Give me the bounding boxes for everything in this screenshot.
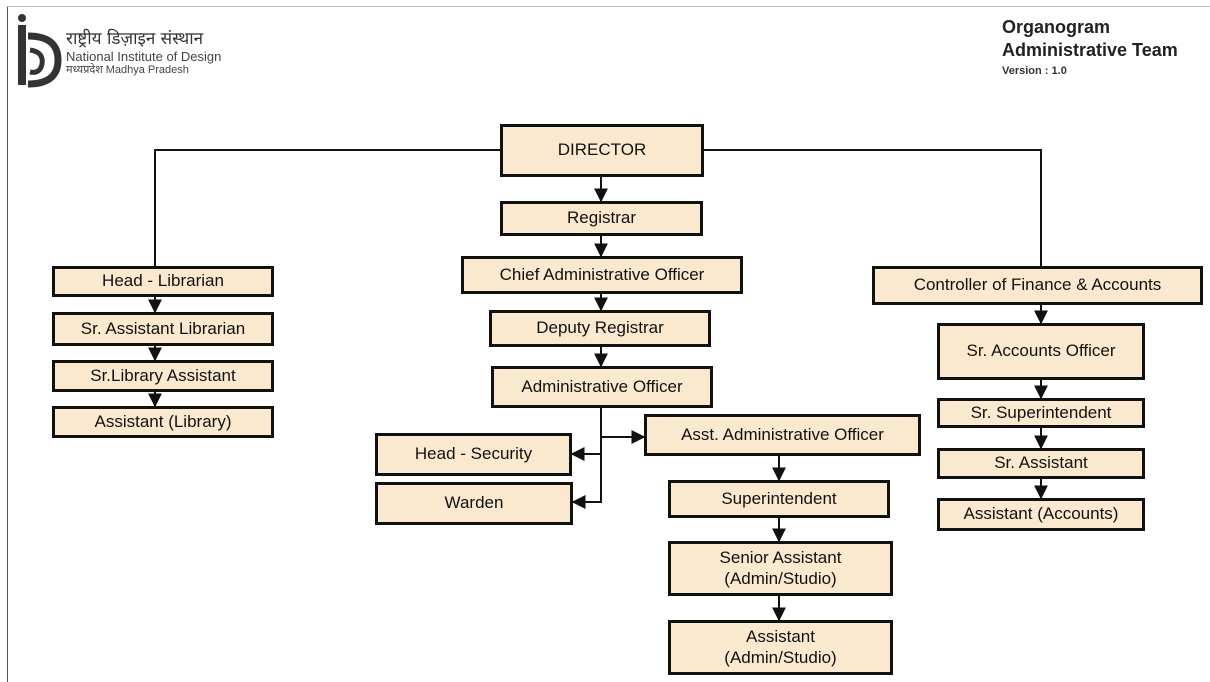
node-sr-superintendent: Sr. Superintendent bbox=[937, 398, 1145, 428]
node-warden: Warden bbox=[375, 482, 573, 525]
node-head-librarian: Head - Librarian bbox=[52, 266, 274, 297]
node-sr-assistant-librarian: Sr. Assistant Librarian bbox=[52, 312, 274, 346]
node-senior-assistant-line2: (Admin/Studio) bbox=[724, 568, 837, 588]
document-title: Organogram bbox=[1002, 17, 1111, 37]
page-frame-top bbox=[7, 6, 1210, 7]
org-name: National Institute of Design bbox=[66, 48, 222, 64]
node-administrative-officer: Administrative Officer bbox=[491, 366, 713, 408]
node-registrar: Registrar bbox=[500, 201, 703, 236]
node-asst-administrative-officer: Asst. Administrative Officer bbox=[644, 414, 921, 456]
node-senior-assistant-line1: Senior Assistant bbox=[719, 548, 842, 568]
node-assistant-admin-line1: Assistant bbox=[746, 627, 815, 647]
node-sr-library-assistant: Sr.Library Assistant bbox=[52, 360, 274, 392]
node-sr-accounts-officer: Sr. Accounts Officer bbox=[937, 323, 1145, 380]
page-frame-left bbox=[7, 6, 8, 682]
org-name-hindi: राष्ट्रीय डिज़ाइन संस्थान bbox=[66, 29, 204, 49]
connector-admin-warden bbox=[571, 408, 602, 509]
node-director: DIRECTOR bbox=[500, 124, 704, 177]
document-subtitle: Administrative Team bbox=[1002, 40, 1178, 61]
org-location: मध्यप्रदेश Madhya Pradesh bbox=[66, 64, 189, 77]
node-assistant-library: Assistant (Library) bbox=[52, 406, 274, 438]
node-deputy-registrar: Deputy Registrar bbox=[489, 310, 711, 347]
document-title-block: Organogram Administrative Team Version :… bbox=[1002, 16, 1200, 77]
node-senior-assistant: Senior Assistant (Admin/Studio) bbox=[668, 541, 893, 596]
version-label: Version : 1.0 bbox=[1002, 64, 1067, 77]
node-assistant-admin-line2: (Admin/Studio) bbox=[724, 647, 837, 667]
node-controller-finance: Controller of Finance & Accounts bbox=[872, 266, 1203, 305]
node-sr-assistant: Sr. Assistant bbox=[937, 448, 1145, 479]
node-assistant-accounts: Assistant (Accounts) bbox=[937, 498, 1145, 531]
connector-director-finance bbox=[704, 149, 1042, 266]
nid-logo-icon bbox=[18, 14, 62, 88]
node-chief-administrative-officer: Chief Administrative Officer bbox=[461, 256, 743, 294]
brand-block: राष्ट्रीय डिज़ाइन संस्थान National Insti… bbox=[66, 29, 222, 77]
node-superintendent: Superintendent bbox=[668, 480, 890, 518]
connector-director-librarian bbox=[154, 149, 500, 268]
node-assistant-admin-studio: Assistant (Admin/Studio) bbox=[668, 620, 893, 675]
node-head-security: Head - Security bbox=[375, 433, 572, 476]
